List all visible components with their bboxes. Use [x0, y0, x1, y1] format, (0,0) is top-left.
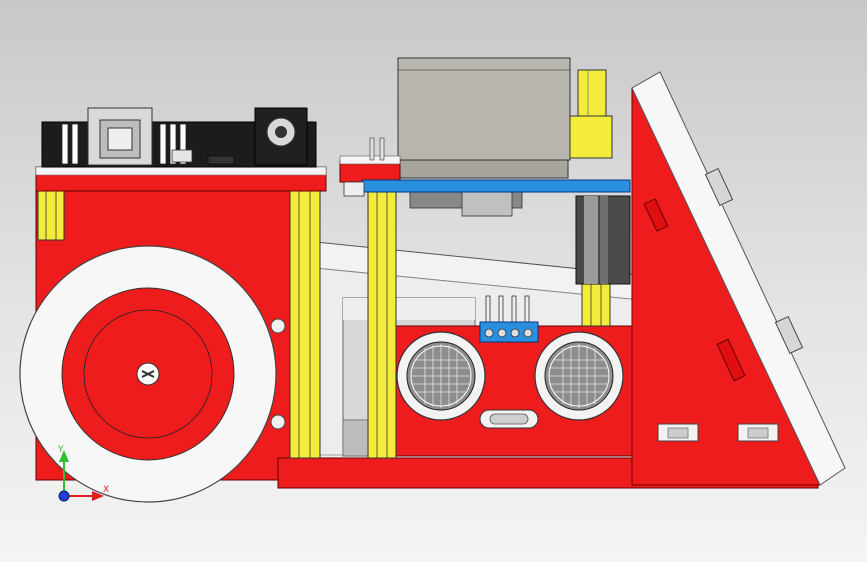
- servo-motor: [397, 57, 571, 217]
- dc-power-jack: [254, 107, 308, 166]
- drive-wheel: [19, 245, 277, 503]
- sensor-shield: [339, 137, 631, 197]
- standoffs: [37, 189, 611, 459]
- axis-label-y: Y: [57, 445, 64, 455]
- coordinate-triad: Y X: [57, 445, 109, 502]
- panel-knob: [704, 167, 734, 207]
- mount-hole: [270, 414, 286, 430]
- rear-panel-edge: [631, 71, 846, 486]
- panel-knob: [774, 315, 804, 355]
- mount-hole: [270, 318, 286, 334]
- servo-horn-tower: [569, 69, 613, 159]
- panel-slot: [716, 338, 746, 382]
- panel-slot: [643, 198, 669, 232]
- ultrasonic-sensor: [396, 295, 624, 429]
- usb-b-port: [87, 107, 153, 166]
- axis-label-x: X: [103, 485, 109, 495]
- electrolytic-capacitor: [575, 195, 631, 285]
- arduino-board: [35, 107, 327, 192]
